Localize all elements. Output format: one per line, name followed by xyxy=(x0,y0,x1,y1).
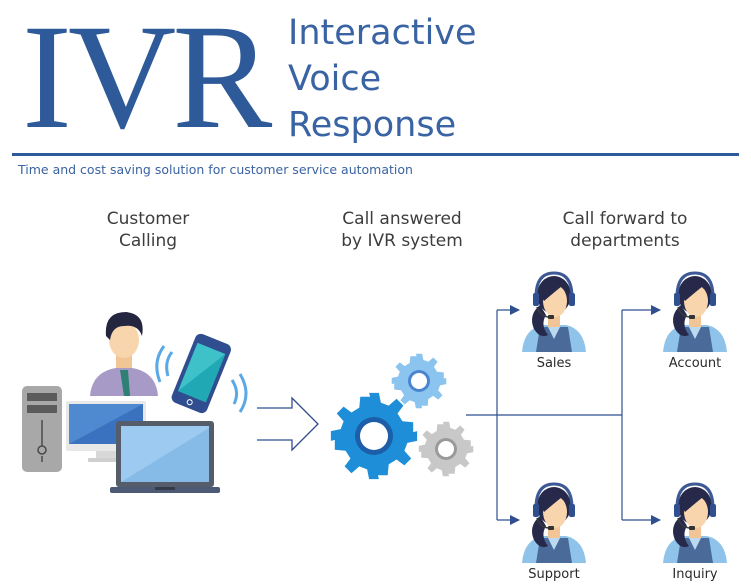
gears-icon xyxy=(330,353,474,480)
title-line-response: Response xyxy=(288,105,457,145)
smartphone-icon xyxy=(171,333,231,414)
subtitle: Time and cost saving solution for custom… xyxy=(18,162,413,177)
stage-label-line2: Calling xyxy=(118,231,178,251)
agent-icon-support xyxy=(520,482,588,565)
customer-person-icon xyxy=(90,312,158,396)
signal-waves-icon xyxy=(155,345,248,413)
department-label-support: Support xyxy=(528,567,580,582)
department-label-inquiry: Inquiry xyxy=(672,567,718,582)
laptop-icon xyxy=(110,421,220,493)
desktop-tower-icon xyxy=(22,386,62,472)
department-label-sales: Sales xyxy=(536,356,572,371)
stage-label-departments: Call forward to departments xyxy=(525,208,725,252)
department-label-account: Account xyxy=(668,356,722,371)
stage-label-customer: Customer Calling xyxy=(48,208,248,252)
agent-icon-inquiry xyxy=(661,482,729,565)
stage-label-line2: by IVR system xyxy=(341,231,463,251)
agent-icon-account xyxy=(661,271,729,354)
call-arrow-icon xyxy=(257,396,319,452)
stage-label-line2: departments xyxy=(570,231,680,251)
stage-label-ivr: Call answered by IVR system xyxy=(302,208,502,252)
connector-lines xyxy=(466,305,661,525)
title-line-voice: Voice xyxy=(288,59,382,99)
stage-label-line1: Call answered xyxy=(342,209,462,229)
title-line-interactive: Interactive xyxy=(288,13,477,53)
header-divider xyxy=(12,153,739,156)
ivr-acronym: IVR xyxy=(22,0,272,160)
stage-label-line1: Customer xyxy=(106,209,190,229)
agent-icon-sales xyxy=(520,271,588,354)
stage-label-line1: Call forward to xyxy=(562,209,688,229)
